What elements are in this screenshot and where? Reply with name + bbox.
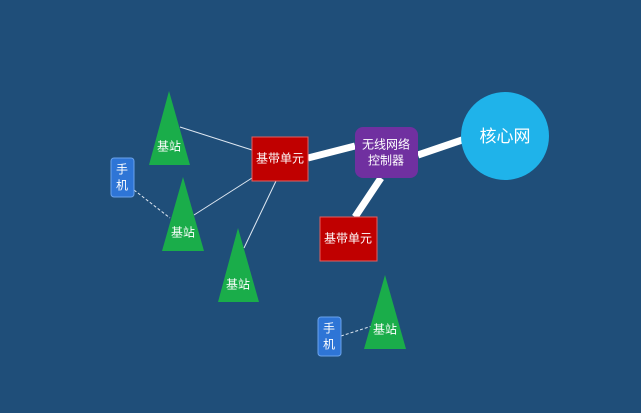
phone-2-label-line1: 手 (323, 322, 335, 336)
phone-2-label-line2: 机 (323, 338, 335, 352)
base-station-label-3: 基站 (226, 278, 250, 292)
bbu-label-2: 基带单元 (324, 232, 372, 246)
link-station2-bbu1 (193, 177, 253, 216)
base-station-4: 基站 (364, 275, 406, 349)
backbone-rnc-core (416, 135, 467, 159)
base-station-label-1: 基站 (157, 140, 181, 154)
link-station1-bbu1 (179, 126, 253, 151)
link-station3-bbu1 (243, 180, 277, 249)
rnc-node: 无线网络 控制器 (355, 127, 418, 178)
wireless-link-phone1-station2 (133, 189, 171, 219)
bbu-node-1: 基带单元 (251, 136, 309, 182)
phone-1-label-line1: 手 (116, 163, 128, 177)
backbone-bbu1-rnc (307, 142, 356, 162)
phone-1-label-line2: 机 (116, 179, 128, 193)
base-station-1: 基站 (149, 91, 190, 165)
wireless-link-phone2-station4 (340, 325, 373, 337)
core-network-label: 核心网 (480, 127, 531, 147)
base-station-3: 基站 (218, 228, 259, 302)
rnc-label-line1: 无线网络 (362, 137, 410, 152)
phone-1: 手 机 (110, 157, 135, 198)
core-network-node: 核心网 (461, 92, 549, 180)
rnc-label-line2: 控制器 (368, 154, 404, 168)
bbu-node-2: 基带单元 (319, 216, 378, 262)
base-station-label-2: 基站 (171, 226, 195, 240)
base-station-2: 基站 (162, 177, 204, 251)
bbu-label-1: 基带单元 (256, 152, 304, 166)
base-station-label-4: 基站 (373, 323, 397, 337)
backbone-rnc-bbu2 (352, 176, 384, 219)
phone-2: 手 机 (317, 316, 342, 357)
